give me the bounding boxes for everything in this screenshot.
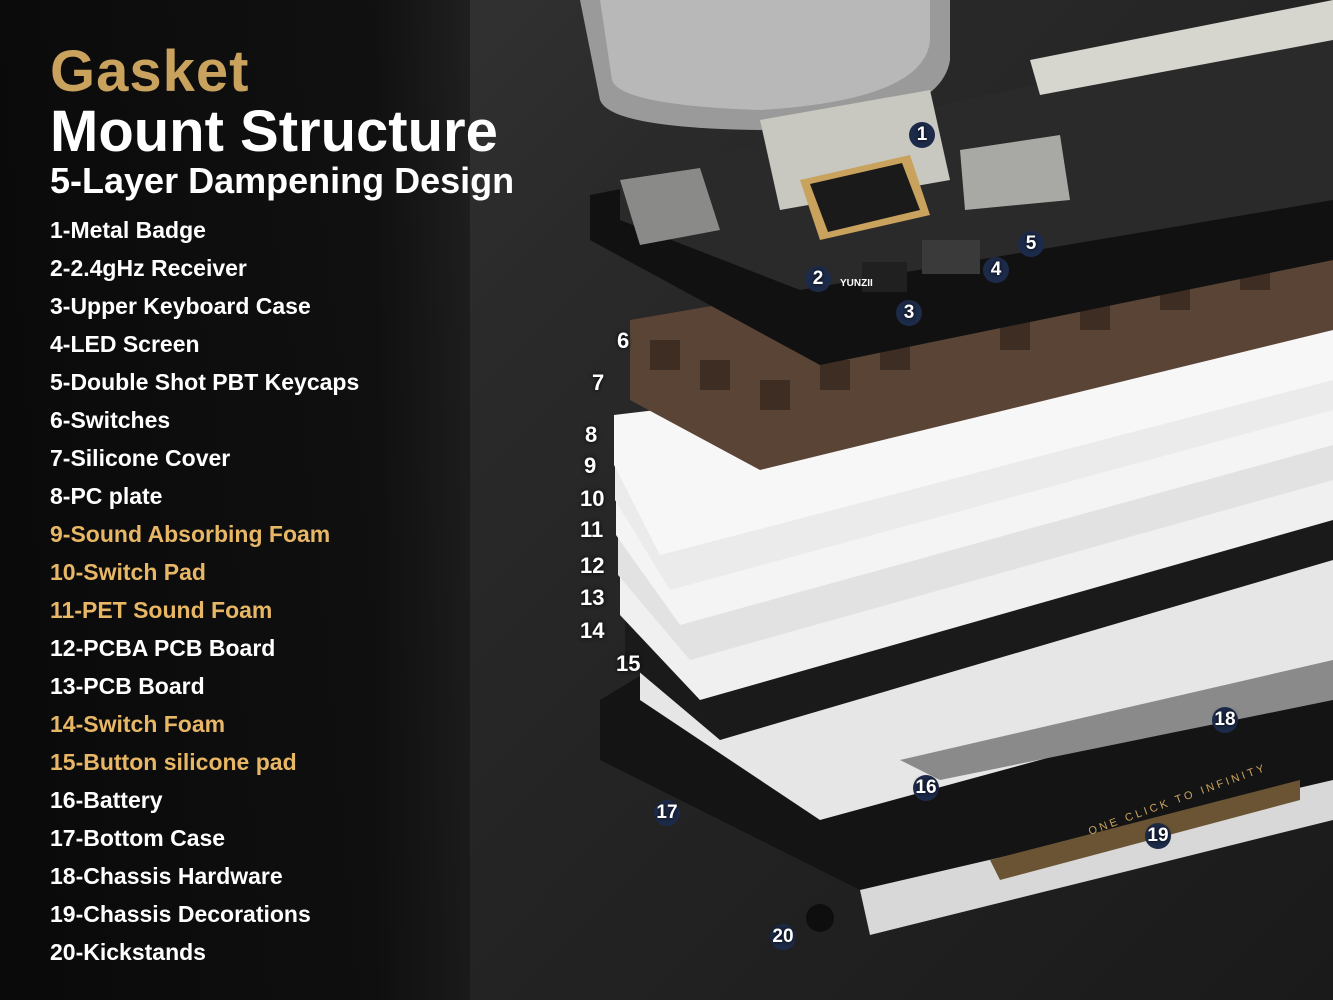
callout-11: 11 xyxy=(580,517,604,542)
callout-9: 9 xyxy=(584,453,597,478)
list-item: 12-PCBA PCB Board xyxy=(50,635,276,661)
callout-5: 5 xyxy=(1018,231,1044,257)
callout-13: 13 xyxy=(580,585,605,610)
list-item: 8-PC plate xyxy=(50,483,163,509)
callout-12: 12 xyxy=(580,553,605,578)
list-item: 13-PCB Board xyxy=(50,673,205,699)
list-item: 18-Chassis Hardware xyxy=(50,863,283,889)
list-item: 14-Switch Foam xyxy=(50,711,226,737)
callout-15: 15 xyxy=(616,651,641,676)
list-item: 19-Chassis Decorations xyxy=(50,901,311,927)
parts-list: 1-Metal Badge 2-2.4gHz Receiver 3-Upper … xyxy=(50,214,359,974)
callout-20: 20 xyxy=(770,924,796,950)
callout-4: 4 xyxy=(983,257,1009,283)
left-text-panel xyxy=(0,0,470,1000)
callout-18: 18 xyxy=(1212,707,1238,733)
list-item: 2-2.4gHz Receiver xyxy=(50,255,247,281)
callout-16: 16 xyxy=(913,775,939,801)
list-item: 5-Double Shot PBT Keycaps xyxy=(50,369,360,395)
led-screen xyxy=(922,240,980,274)
list-item: 15-Button silicone pad xyxy=(50,749,297,775)
list-item: 16-Battery xyxy=(50,787,163,813)
callout-17: 17 xyxy=(654,800,680,826)
subtitle: 5-Layer Dampening Design xyxy=(50,160,515,201)
callout-3: 3 xyxy=(896,300,922,326)
title-gasket: Gasket xyxy=(50,39,250,104)
list-item: 9-Sound Absorbing Foam xyxy=(50,521,331,547)
callout-14: 14 xyxy=(580,618,605,643)
list-item: 7-Silicone Cover xyxy=(50,445,231,471)
list-item: 20-Kickstands xyxy=(50,939,206,965)
list-item: 3-Upper Keyboard Case xyxy=(50,293,311,319)
kickstand xyxy=(806,904,834,932)
callout-1: 1 xyxy=(909,122,935,148)
callout-6: 6 xyxy=(617,328,630,353)
callout-10: 10 xyxy=(580,486,605,511)
list-item: 4-LED Screen xyxy=(50,331,200,357)
callout-8: 8 xyxy=(585,422,598,447)
title-mount-structure: Mount Structure xyxy=(50,99,498,164)
callout-19: 19 xyxy=(1145,823,1171,849)
keyboard-brand: YUNZII xyxy=(840,278,873,289)
list-item: 6-Switches xyxy=(50,407,171,433)
callout-7: 7 xyxy=(592,370,605,395)
callout-2: 2 xyxy=(805,266,831,292)
receiver xyxy=(862,262,907,292)
list-item: 11-PET Sound Foam xyxy=(50,597,273,623)
list-item: 10-Switch Pad xyxy=(50,559,206,585)
list-item: 17-Bottom Case xyxy=(50,825,226,851)
list-item: 1-Metal Badge xyxy=(50,217,206,243)
